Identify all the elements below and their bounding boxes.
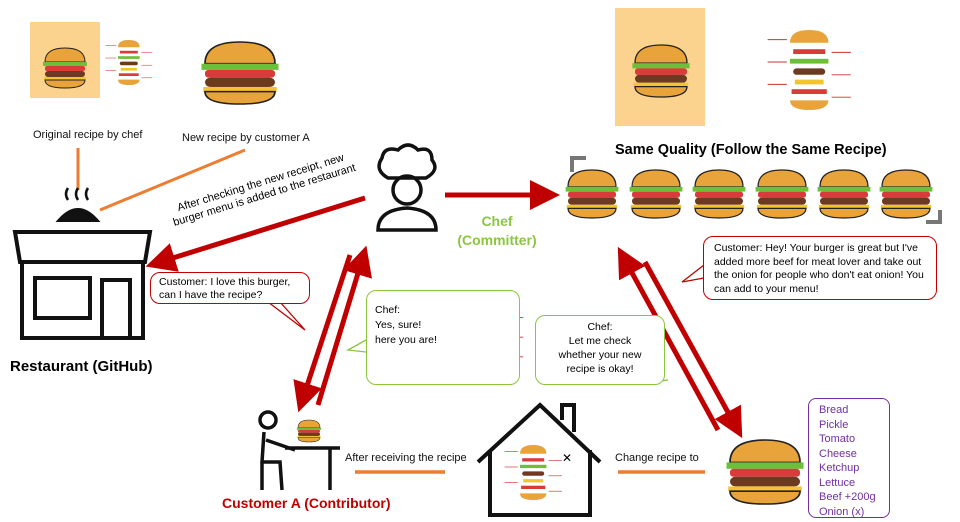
recipe-item: Onion (x) [819,505,865,518]
customer-label: Customer A (Contributor) [222,495,391,511]
bubble-line: recipe is okay! [566,363,634,375]
exploded-burger-icon [767,29,852,111]
burger-icon [42,47,88,89]
recipe-item: Cheese [819,447,857,460]
bubble-line: whether your new [558,349,642,361]
burger-icon [296,419,322,443]
chef-label: Chef (Committer) [455,212,539,250]
chef-icon [376,143,438,232]
arrow-to-customer [293,254,353,413]
chef-label-line2: (Committer) [457,232,537,248]
exploded-burger-icon [105,39,153,86]
recipe-item: Lettuce [819,476,856,489]
arrow-new-burger-to-chef [617,246,721,432]
burger-row [564,169,934,219]
new-burger-icon [200,41,280,105]
recipe-item: Tomato [819,433,856,445]
recipe-item: Beef +200g [819,491,876,503]
recipe-list: Bread Pickle Tomato Cheese Ketchup Lettu… [808,398,890,518]
original-recipe-label: Original recipe by chef [33,129,143,141]
customer-icon [258,410,340,491]
arrow-customer-to-chef [315,245,372,406]
svg-text:✕: ✕ [562,451,572,465]
connector-line [99,148,246,212]
recipe-item: Pickle [819,418,849,431]
customer-feedback-bubble: Customer: Hey! Your burger is great but … [703,236,937,300]
chef-label-line1: Chef [481,213,513,229]
chef-check-bubble: Chef: Let me check whether your new reci… [535,315,665,385]
exploded-burger-icon [504,444,563,501]
house-icon [476,402,602,517]
change-recipe-label: Change recipe to [615,452,699,464]
after-receiving-label: After receiving the recipe [345,452,467,464]
arrow-to-new-burger [642,260,743,439]
arrow-to-restaurant [145,195,366,272]
customer-request-bubble: Customer: I love this burger, can I have… [150,272,310,304]
burger-icon [631,44,691,98]
bubble-line: Let me check [568,335,632,347]
recipe-item: Bread [819,404,849,416]
red-arrows [145,180,743,439]
recipe-item: Ketchup [819,462,860,474]
bubble-line: Chef: [375,304,401,316]
restaurant-label: Restaurant (GitHub) [10,358,153,375]
bubble-line: here you are! [375,334,437,346]
same-quality-title: Same Quality (Follow the Same Recipe) [615,142,887,158]
chef-reply-bubble: Chef: Yes, sure! here you are! [366,290,520,385]
new-recipe-label: New recipe by customer A [182,132,310,144]
bubble-line: Chef: [587,321,613,333]
bubble-line: Yes, sure! [375,319,422,331]
restaurant-icon [12,187,153,340]
modified-burger-icon [725,439,805,505]
